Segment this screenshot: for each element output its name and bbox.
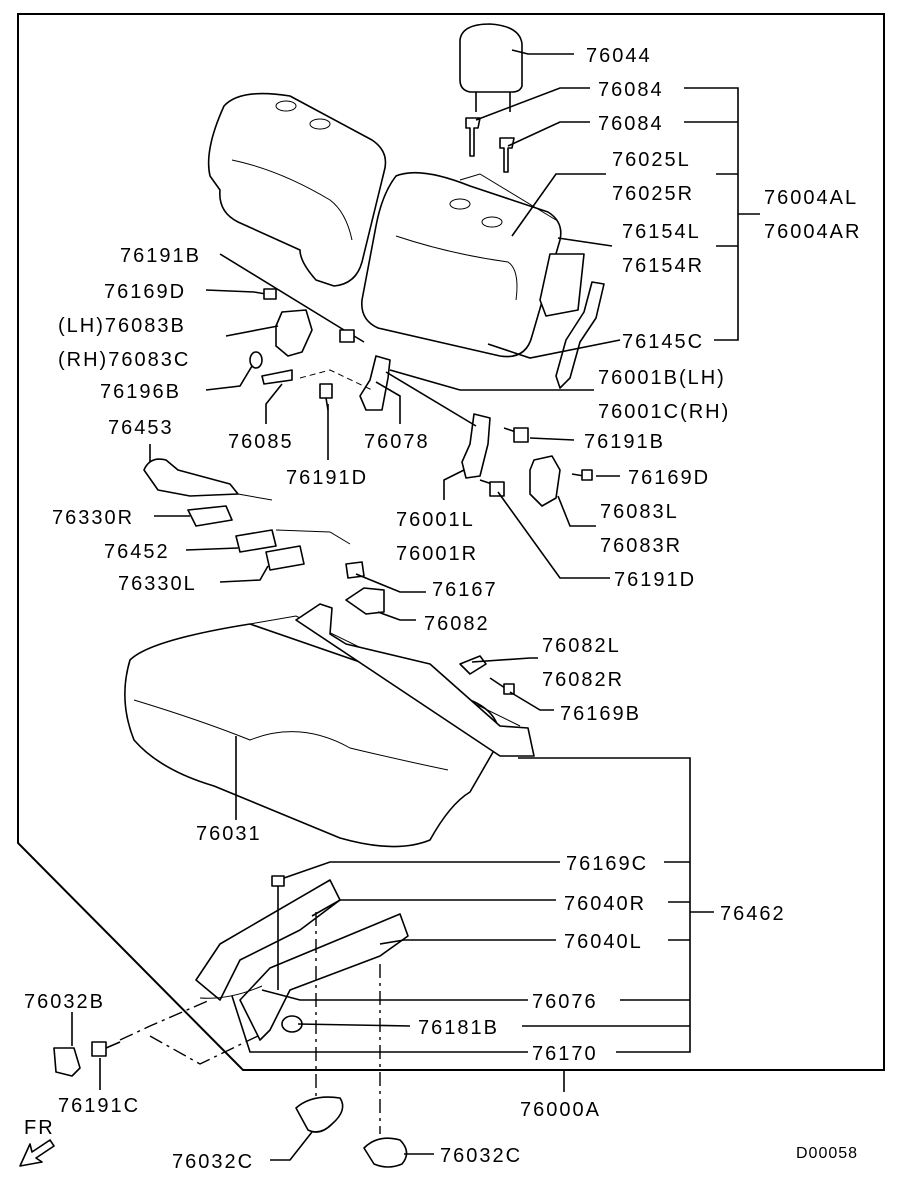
label-76004al: 76004AL <box>764 187 858 209</box>
label-76170: 76170 <box>532 1043 598 1065</box>
seatback-frame-part <box>539 253 585 317</box>
label-76025r: 76025R <box>612 183 694 205</box>
label-76032c-left: 76032C <box>172 1151 254 1173</box>
nut-76191b-left <box>339 329 365 343</box>
label-76076: 76076 <box>532 991 598 1013</box>
seatback-left-part <box>207 92 387 287</box>
label-76040r: 76040R <box>564 893 646 915</box>
front-arrow-icon <box>19 1139 55 1167</box>
seatback-right-part <box>361 171 562 358</box>
label-76001c: 76001C(RH) <box>598 401 730 423</box>
label-76191b-right: 76191B <box>584 431 665 453</box>
headrest-part <box>459 23 523 112</box>
part-labels: 76044 76084 76084 76025L 76025R 76004AL … <box>24 45 861 1173</box>
label-76082l: 76082L <box>542 635 621 657</box>
label-76330l: 76330L <box>118 573 197 595</box>
label-76001b: 76001B(LH) <box>598 367 726 389</box>
label-76084-b: 76084 <box>598 113 664 135</box>
label-76191b-left: 76191B <box>120 245 201 267</box>
bolt-76169d-right <box>571 469 593 481</box>
label-76004ar: 76004AR <box>764 221 861 243</box>
label-76154r: 76154R <box>622 255 704 277</box>
label-76452: 76452 <box>104 541 170 563</box>
label-76040l: 76040L <box>564 931 643 953</box>
label-76169d-left: 76169D <box>104 281 186 303</box>
label-76191c: 76191C <box>58 1095 140 1117</box>
bracket-76082lr <box>459 655 487 675</box>
diagram-id: D00058 <box>796 1145 858 1162</box>
label-76083l: 76083L <box>600 501 679 523</box>
bracket-76082 <box>345 587 385 615</box>
label-76032c-right: 76032C <box>440 1145 522 1167</box>
cover-76032c-left <box>295 1096 344 1133</box>
label-76453: 76453 <box>108 417 174 439</box>
seat-belt-76453 <box>143 458 273 501</box>
seat-cushion-76031 <box>124 603 535 848</box>
label-76181b: 76181B <box>418 1017 499 1039</box>
bolt-76169d-left <box>253 288 277 300</box>
hinge-cover-left-part <box>275 309 313 357</box>
seat-frame-slides <box>195 875 409 1041</box>
label-76001r: 76001R <box>396 543 478 565</box>
label-76001l: 76001L <box>396 509 475 531</box>
label-76082: 76082 <box>424 613 490 635</box>
buckle-76330r <box>187 505 233 527</box>
label-76154l: 76154L <box>622 221 701 243</box>
pin-76085 <box>261 369 293 385</box>
label-76083b: (LH)76083B <box>58 315 186 337</box>
label-76083r: 76083R <box>600 535 682 557</box>
label-76083c: (RH)76083C <box>58 349 190 371</box>
bolt-76169b <box>489 677 515 695</box>
label-76169c: 76169C <box>566 853 648 875</box>
cover-76032c-right <box>363 1137 408 1168</box>
label-76167: 76167 <box>432 579 498 601</box>
label-76000a: 76000A <box>520 1099 601 1121</box>
cover-76032b <box>53 1047 81 1077</box>
label-76032b: 76032B <box>24 991 105 1013</box>
rod-76078 <box>385 371 477 427</box>
label-76330r: 76330R <box>52 507 134 529</box>
washer-76196b <box>249 351 263 369</box>
label-76084-a: 76084 <box>598 79 664 101</box>
label-76169d-right: 76169D <box>628 467 710 489</box>
bolt-76191d-right <box>479 479 505 497</box>
buckle-76452 <box>235 529 351 553</box>
hinge-76001l <box>461 413 491 479</box>
label-76191d-left: 76191D <box>286 467 368 489</box>
label-76145c: 76145C <box>622 331 704 353</box>
hinge-76001b <box>359 355 391 411</box>
side-cover-part <box>555 281 605 389</box>
label-76085: 76085 <box>228 431 294 453</box>
buckle-76330l <box>265 545 305 571</box>
label-76196b: 76196B <box>100 381 181 403</box>
bolt-76191c <box>91 1041 121 1057</box>
label-76191d-right: 76191D <box>614 569 696 591</box>
label-76169b: 76169B <box>560 703 641 725</box>
label-76462: 76462 <box>720 903 786 925</box>
leader-lines <box>71 49 760 1161</box>
headrest-guide-part <box>465 117 515 173</box>
fr-label: FR <box>24 1117 55 1139</box>
label-76082r: 76082R <box>542 669 624 691</box>
label-76025l: 76025L <box>612 149 691 171</box>
label-76044: 76044 <box>586 45 652 67</box>
bolt-76191d-left <box>319 383 333 411</box>
label-76031: 76031 <box>196 823 262 845</box>
label-76078: 76078 <box>364 431 430 453</box>
hinge-cover-right-part <box>529 455 561 507</box>
nut-76191b-right <box>503 427 529 443</box>
clip-76167 <box>345 561 365 579</box>
